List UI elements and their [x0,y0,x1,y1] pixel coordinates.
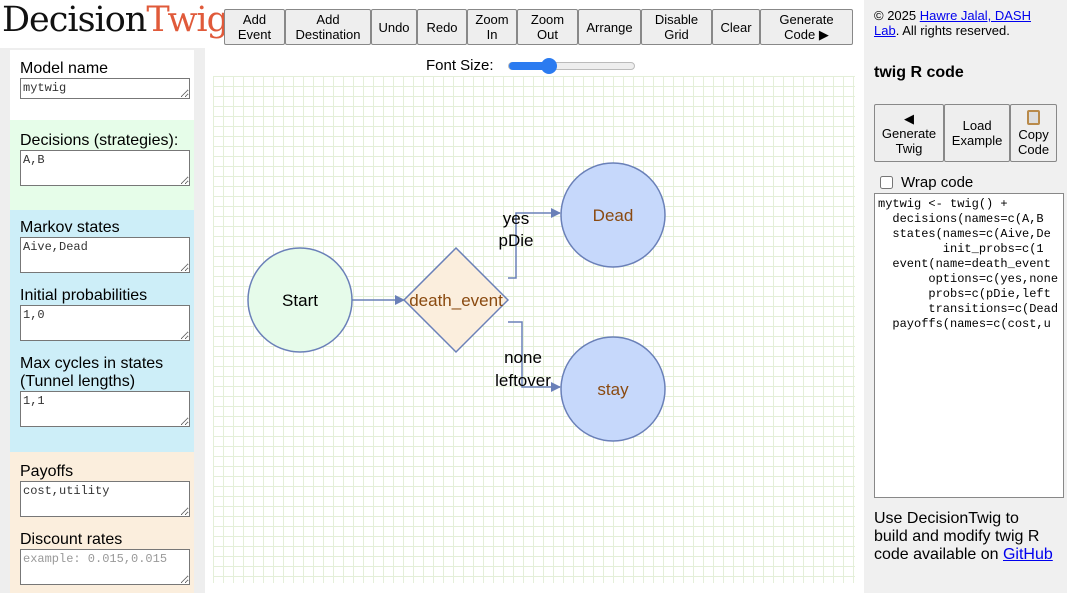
clipboard-icon [1027,109,1041,125]
node-start[interactable]: Start [247,247,353,353]
app-logo: DecisionTwig [2,0,229,40]
arrow-left-icon: ◀ [904,110,914,126]
states-label: Markov states [20,219,120,236]
max-cycles-label: Max cycles in states (Tunnel lengths) [20,355,164,390]
clear-button[interactable]: Clear [712,9,760,45]
generate-twig-label: Generate Twig [881,125,937,156]
logo-twig: Twig [146,0,229,40]
init-probs-input[interactable] [20,305,190,341]
payoffs-label: Payoffs [20,463,74,480]
node-dead[interactable]: Dead [560,162,666,268]
copyright: © 2025 Hawre Jalal, DASH Lab. All rights… [874,8,1057,38]
copy-code-button[interactable]: Copy Code [1010,104,1057,162]
zoom-in-button[interactable]: Zoom In [467,9,517,45]
edge-none[interactable] [508,321,561,392]
edge-yes[interactable] [508,208,561,279]
model-name-section: Model name [10,50,194,120]
font-size-label: Font Size: [426,57,494,74]
add-destination-button[interactable]: Add Destination [285,9,371,45]
node-stay-label: stay [597,380,629,399]
slider-knob[interactable] [540,57,557,74]
toolbar: Add Event Add Destination Undo Redo Zoom… [224,9,853,45]
code-editor[interactable]: mytwig <- twig() + decisions(names=c(A,B… [874,193,1064,498]
max-cycles-input[interactable] [20,391,190,427]
load-example-button[interactable]: Load Example [944,104,1011,162]
footer-description: Use DecisionTwig to build and modify twi… [874,510,1040,563]
model-name-input[interactable] [20,78,190,99]
logo-decision: Decision [2,0,147,40]
footer-text: Use DecisionTwig to build and modify twi… [874,510,1057,564]
author-link[interactable]: Hawre Jalal, DASH Lab [874,8,1031,38]
node-dead-label: Dead [593,206,634,225]
code-title: twig R code [874,64,964,81]
github-link[interactable]: GitHub [1002,546,1053,563]
generate-code-button[interactable]: Generate Code ▶ [760,9,853,45]
node-stay[interactable]: stay [560,336,666,442]
arrange-button[interactable]: Arrange [578,9,641,45]
generate-twig-button[interactable]: ◀Generate Twig [874,104,945,162]
wrap-code-label: Wrap code [901,174,974,191]
zoom-out-button[interactable]: Zoom Out [517,9,578,45]
slider-fill [508,61,549,70]
markov-section: Markov states Initial probabilities Max … [10,210,194,452]
copyright-text: © 2025 [874,8,920,23]
right-panel: © 2025 Hawre Jalal, DASH Lab. All rights… [864,0,1067,593]
decisions-input[interactable] [20,150,190,186]
undo-button[interactable]: Undo [371,9,417,45]
discount-label: Discount rates [20,531,123,548]
font-size-slider[interactable] [507,57,635,74]
disable-grid-button[interactable]: Disable Grid [641,9,712,45]
edge-yes-label: yes [503,209,529,228]
payoffs-input[interactable] [20,481,190,517]
font-size-control: Font Size: [426,57,635,74]
redo-button[interactable]: Redo [417,9,467,45]
rights-text: . All rights reserved. [895,23,1010,38]
payoffs-section: Payoffs Discount rates [10,452,194,593]
model-name-label: Model name [20,60,109,77]
add-event-button[interactable]: Add Event [224,9,285,45]
edge-none-label: none [504,348,542,367]
states-input[interactable] [20,237,190,273]
node-start-label: Start [282,291,318,310]
edge-none-prob: leftover [495,371,551,390]
init-probs-label: Initial probabilities [20,287,148,304]
wrap-code-checkbox[interactable] [880,176,893,189]
decisions-section: Decisions (strategies): [10,120,194,210]
copy-code-label: Copy Code [1018,126,1050,157]
decisions-label: Decisions (strategies): [20,132,179,149]
node-event[interactable]: death_event [402,246,510,354]
node-event-label: death_event [409,291,503,310]
diagram-canvas[interactable]: Start death_event Dead stay yes pDie non… [213,76,855,583]
discount-input[interactable] [20,549,190,585]
edge-yes-prob: pDie [499,231,534,250]
